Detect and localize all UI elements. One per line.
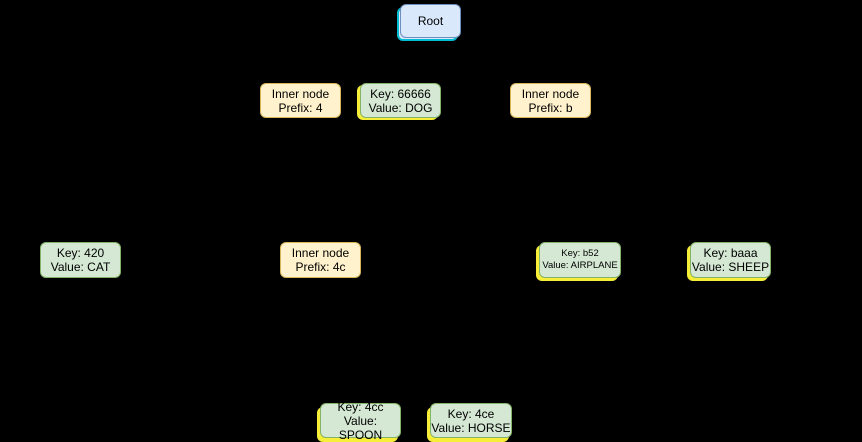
tree-node-key-420[interactable]: Key: 420 Value: CAT [40,242,121,278]
tree-node-inner-prefix-b[interactable]: Inner node Prefix: b [510,83,591,118]
tree-node-inner-prefix-4[interactable]: Inner node Prefix: 4 [260,83,341,118]
node-line2: Prefix: 4c [295,260,346,274]
node-line2: Value: AIRPLANE [542,260,618,271]
tree-node-inner-prefix-4c[interactable]: Inner node Prefix: 4c [280,242,361,278]
node-line1: Inner node [271,86,330,101]
node-line2: Value: DOG [368,100,433,115]
node-line1: Inner node [521,86,580,101]
node-line2: Value: SHEEP [691,260,770,274]
node-line1: Key: 4ce [447,406,495,421]
node-line1: Inner node [291,246,350,260]
tree-node-key-4cc[interactable]: Key: 4cc Value: SPOON [320,399,401,442]
node-line1: Key: baaa [703,246,758,260]
tree-node-key-b52[interactable]: Key: b52 Value: AIRPLANE [539,242,621,278]
node-label: Root [417,14,444,28]
tree-node-key-4ce[interactable]: Key: 4ce Value: HORSE [430,403,512,438]
node-line1: Key: 420 [56,246,105,260]
tree-node-key-baaa[interactable]: Key: baaa Value: SHEEP [690,242,771,278]
node-line2: Value: SPOON [338,413,383,442]
node-line2: Value: HORSE [431,420,511,435]
node-line1: Key: 4cc [337,399,384,414]
node-line1: Key: b52 [561,248,599,259]
tree-node-root[interactable]: Root [400,4,461,38]
node-line2: Prefix: 4 [278,100,323,115]
tree-node-key-66666[interactable]: Key: 66666 Value: DOG [360,83,441,118]
node-line2: Prefix: b [528,100,573,115]
node-line1: Key: 66666 [370,86,431,101]
node-line2: Value: CAT [50,260,111,274]
